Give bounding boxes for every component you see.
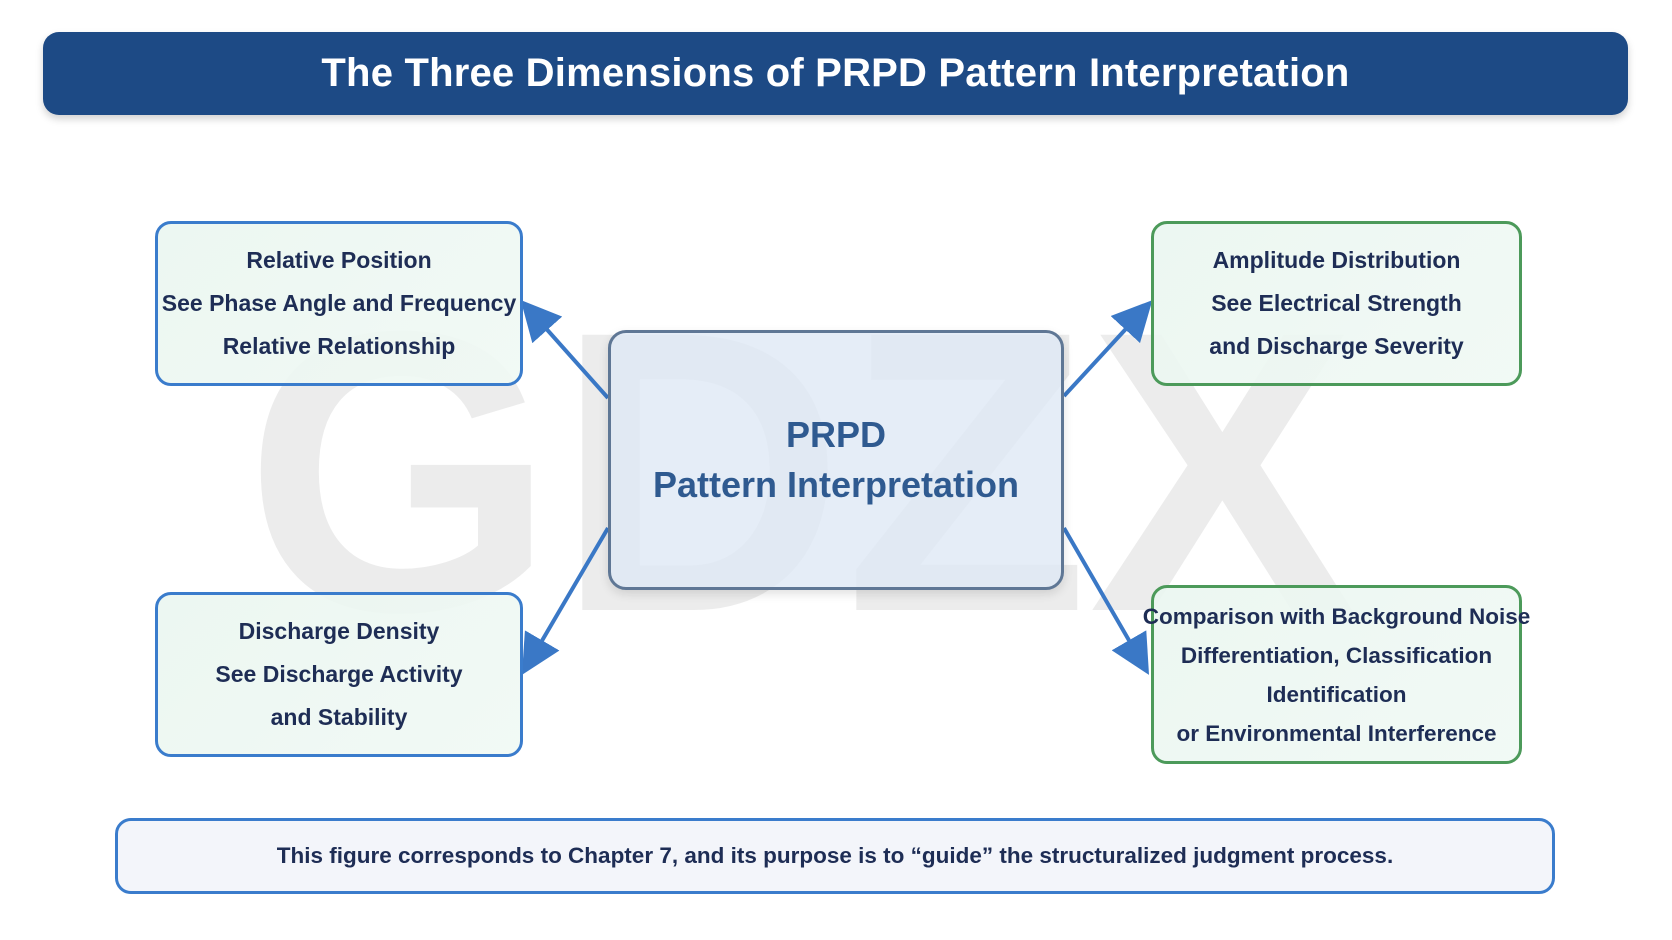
dimension-box-relative-position: Relative Position See Phase Angle and Fr… xyxy=(155,221,523,386)
arrow-to-bottom-left xyxy=(521,526,610,675)
center-title: PRPD xyxy=(785,414,887,455)
dimension-detail: Identification xyxy=(1266,681,1407,707)
center-subtitle: Pattern Interpretation xyxy=(652,464,1020,505)
dimension-detail: See Discharge Activity xyxy=(215,661,463,687)
dimension-box-background-noise: Comparison with Background Noise Differe… xyxy=(1143,585,1530,764)
dimension-detail: and Stability xyxy=(270,704,408,730)
dimension-detail: See Electrical Strength xyxy=(1211,290,1462,316)
dimension-detail: See Phase Angle and Frequency xyxy=(161,290,517,316)
dimension-box-discharge-density: Discharge Density See Discharge Activity… xyxy=(155,592,523,757)
dimension-detail: Relative Relationship xyxy=(222,333,456,359)
dimension-heading: Discharge Density xyxy=(238,618,440,644)
page-title: The Three Dimensions of PRPD Pattern Int… xyxy=(321,51,1350,95)
arrow-to-top-right xyxy=(1062,300,1153,398)
footer-text: This figure corresponds to Chapter 7, an… xyxy=(276,843,1394,868)
dimension-heading: Amplitude Distribution xyxy=(1212,247,1461,273)
center-concept-box: PRPD Pattern Interpretation xyxy=(608,330,1064,590)
dimension-heading: Comparison with Background Noise xyxy=(1142,603,1531,629)
dimension-detail: and Discharge Severity xyxy=(1209,333,1464,359)
arrow-to-bottom-right xyxy=(1062,526,1150,675)
title-banner: The Three Dimensions of PRPD Pattern Int… xyxy=(43,32,1628,115)
footer-note: This figure corresponds to Chapter 7, an… xyxy=(115,818,1555,894)
dimension-heading: Relative Position xyxy=(246,247,432,273)
dimension-detail: or Environmental Interference xyxy=(1176,720,1497,746)
dimension-detail: Differentiation, Classification xyxy=(1180,642,1493,668)
arrow-to-top-left xyxy=(520,300,610,400)
dimension-box-amplitude-distribution: Amplitude Distribution See Electrical St… xyxy=(1151,221,1522,386)
